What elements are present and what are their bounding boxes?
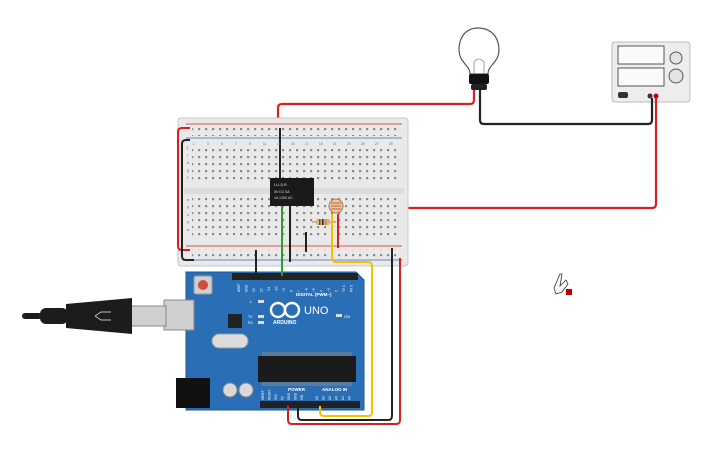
breadboard-row-label: h	[187, 160, 189, 165]
breadboard-row-label: i	[187, 153, 188, 158]
breadboard-column-label: 23	[347, 142, 351, 146]
digital-pin-label: ~9	[282, 288, 286, 292]
relay-label-3: 1A 125V AC	[274, 196, 293, 200]
arduino-model: UNO	[304, 305, 329, 317]
analog-pin-label: A4	[341, 396, 345, 400]
breadboard-column-label: 15	[291, 142, 295, 146]
breadboard-column-label: 25	[361, 142, 365, 146]
power-pin-label: GND	[287, 392, 291, 400]
digital-pin-label: 4	[320, 290, 324, 292]
breadboard-column-label: 7	[235, 142, 237, 146]
photoresistor[interactable]	[328, 198, 344, 214]
relay-label-1: LU-5-R	[274, 182, 287, 187]
breadboard-column-label: 5	[221, 142, 223, 146]
breadboard-column-label: 29	[389, 142, 393, 146]
breadboard-column-label: 9	[249, 142, 251, 146]
digital-pin-label: 8	[290, 290, 294, 292]
digital-pin-label: RX 0	[350, 285, 354, 292]
digital-pin-label: 13	[252, 288, 256, 292]
power-pin-label: RESET	[268, 389, 272, 400]
breadboard-column-label: 19	[319, 142, 323, 146]
digital-pin-label: AREF	[237, 283, 241, 292]
tx-led	[258, 315, 264, 318]
digital-pin-label: 2	[335, 290, 339, 292]
breadboard-row-label: j	[186, 145, 188, 150]
digital-pin-label: ~6	[305, 288, 309, 292]
breadboard-column-label: 3	[207, 142, 209, 146]
analog-pin-label: A1	[322, 396, 326, 400]
analog-pin-label: A5	[348, 396, 352, 400]
power-pin-label: 3V3	[274, 394, 278, 400]
breadboard-row-label: c	[187, 212, 189, 217]
digital-pin-label: ~10	[275, 286, 279, 292]
breadboard-column-label: 13	[277, 142, 281, 146]
digital-pin-label: ~3	[327, 288, 331, 292]
breadboard-column-label: 17	[305, 142, 309, 146]
light-bulb-icon[interactable]	[458, 27, 500, 90]
digital-pin-label: TX 1	[342, 285, 346, 292]
digital-pin-label: 12	[260, 288, 264, 292]
rx-led	[258, 321, 264, 324]
power-pin-label: 5V	[281, 395, 285, 400]
power-pin-label: IOREF	[261, 390, 265, 400]
breadboard-row-label: d	[187, 205, 189, 210]
l-led	[258, 300, 264, 303]
breadboard-column-label: 21	[333, 142, 337, 146]
hand-pointer-icon	[553, 273, 572, 295]
power-pin-label: VIN	[300, 394, 304, 400]
load-wires	[276, 90, 658, 210]
relay-label-2: 5V DC 5A	[274, 190, 290, 194]
digital-pin-label: ~11	[267, 287, 271, 292]
relay-module[interactable]: LU-5-R 5V DC 5A 1A 125V AC	[270, 178, 314, 206]
digital-pin-label: 7	[297, 290, 301, 292]
power-header-label: POWER	[288, 387, 306, 392]
led-rx-label: RX	[248, 321, 254, 325]
breadboard-column-label: 1	[193, 142, 195, 146]
digital-pin-label: ~5	[312, 288, 316, 292]
led-tx-label: TX	[248, 315, 253, 319]
usb-cable-icon	[22, 298, 167, 334]
breadboard-row-label: e	[187, 197, 190, 202]
power-supply-icon[interactable]	[611, 41, 691, 103]
breadboard-row-label: f	[187, 175, 189, 180]
arduino-brand: ARDUINO	[273, 320, 296, 326]
breadboard-column-label: 27	[375, 142, 379, 146]
arduino-uno-board[interactable]: ARDUINO UNO DIGITAL (PWM~) POWER ANALOG …	[163, 271, 365, 411]
on-led	[336, 314, 342, 317]
breadboard-row-label: a	[187, 227, 190, 232]
analog-pin-label: A3	[335, 396, 339, 400]
breadboard-column-label: 11	[263, 142, 267, 146]
circuit-wires	[177, 127, 401, 425]
arduino-logo	[269, 301, 301, 319]
digital-pin-label: GND	[245, 284, 249, 292]
power-pin-label: GND	[294, 392, 298, 400]
analog-pin-label: A2	[328, 396, 332, 400]
analog-pin-label: A0	[315, 396, 319, 400]
analog-header-label: ANALOG IN	[322, 387, 347, 392]
led-l-label: L	[250, 299, 253, 304]
breadboard-row-label: b	[187, 220, 190, 225]
breadboard-row-label: g	[187, 168, 189, 173]
led-on-label: ON	[344, 314, 350, 319]
digital-header-label: DIGITAL (PWM~)	[296, 292, 332, 297]
